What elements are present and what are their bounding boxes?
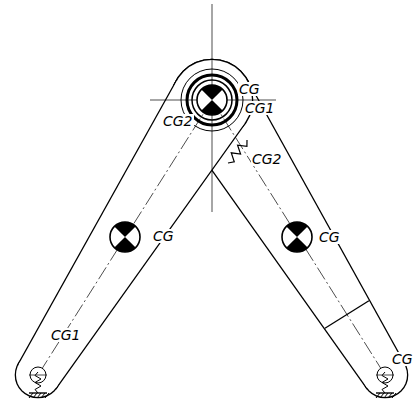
cg-label: CG1	[244, 101, 276, 115]
cg-label: CG2	[251, 152, 283, 166]
cg-label: CG2	[162, 114, 194, 128]
cg-symbol	[197, 85, 227, 115]
right-link	[172, 60, 407, 397]
ground-support	[29, 367, 49, 398]
cg-label: CG	[238, 82, 261, 96]
cg-label: CG1	[50, 328, 82, 342]
spring-symbols	[228, 140, 247, 163]
ground-support	[376, 367, 396, 398]
cg-label: CG	[152, 229, 175, 243]
left-link	[16, 60, 252, 397]
cg-label: CG	[318, 230, 341, 244]
center-lines	[38, 4, 385, 375]
cg-label: CG	[391, 352, 414, 366]
cg-symbol	[282, 222, 312, 252]
cg-symbol	[110, 222, 140, 252]
